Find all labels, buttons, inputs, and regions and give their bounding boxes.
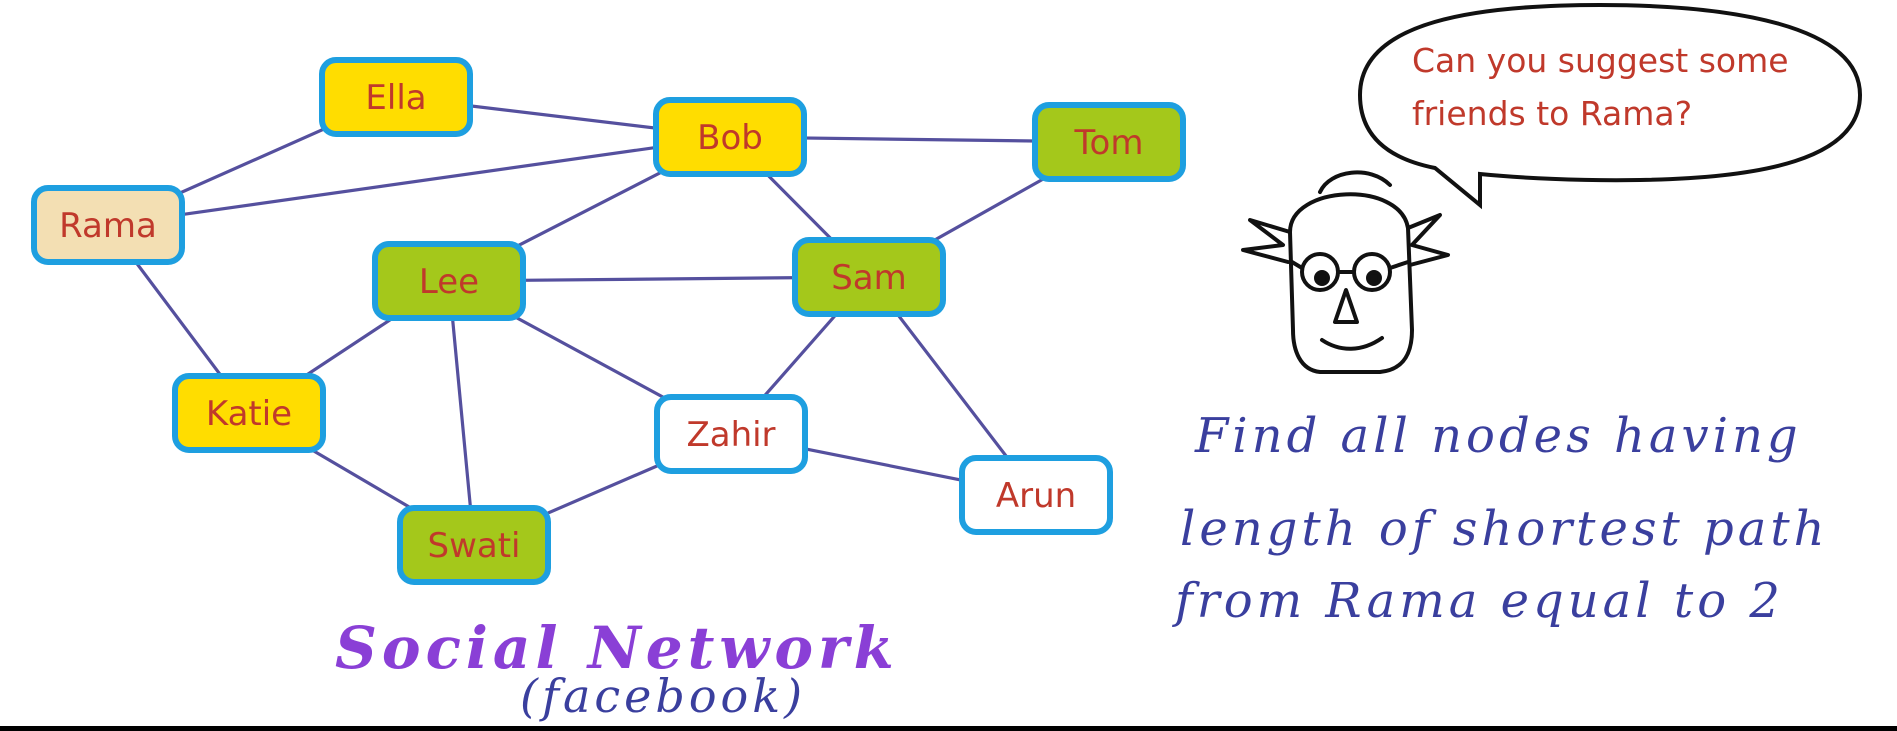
node-box-katie (172, 373, 326, 453)
edge-lee-swati (447, 279, 476, 547)
node-box-bob (653, 97, 807, 177)
node-label-bob: Bob (697, 118, 763, 158)
node-arun: Arun (959, 455, 1113, 535)
node-box-ella (319, 57, 473, 137)
task-text: Find all nodes having length of shortest… (1172, 408, 1829, 629)
node-label-arun: Arun (996, 476, 1076, 516)
bottom-border (0, 726, 1897, 731)
speech-bubble-outline (1357, 2, 1863, 210)
node-box-zahir (654, 394, 808, 474)
task-line-1: Find all nodes having (1194, 408, 1802, 464)
node-label-lee: Lee (419, 262, 479, 302)
node-label-zahir: Zahir (686, 415, 775, 455)
node-label-katie: Katie (206, 394, 292, 434)
caption-subtitle: (facebook) (520, 669, 806, 723)
speech-bubble-line-1: Can you suggest some (1412, 41, 1789, 80)
node-katie: Katie (172, 373, 326, 453)
node-ella: Ella (319, 57, 473, 137)
node-swati: Swati (397, 505, 551, 585)
node-box-arun (959, 455, 1113, 535)
node-label-ella: Ella (365, 78, 426, 118)
task-line-3: from Rama equal to 2 (1172, 573, 1784, 629)
speech-bubble-line-2: friends to Rama? (1412, 94, 1692, 133)
speech-bubble: Can you suggest some friends to Rama? (1357, 2, 1863, 210)
cartoon-face-icon (1241, 170, 1450, 374)
node-zahir: Zahir (654, 394, 808, 474)
node-box-tom (1032, 102, 1186, 182)
node-lee: Lee (372, 241, 526, 321)
node-label-tom: Tom (1074, 123, 1144, 163)
node-label-sam: Sam (831, 258, 907, 298)
node-bob: Bob (653, 97, 807, 177)
task-line-2: length of shortest path (1180, 501, 1829, 557)
node-label-rama: Rama (59, 206, 157, 246)
edge-rama-bob (106, 135, 732, 227)
node-box-lee (372, 241, 526, 321)
node-label-swati: Swati (427, 526, 520, 566)
node-box-rama (31, 185, 185, 265)
edges-layer (106, 95, 1111, 547)
node-box-sam (792, 237, 946, 317)
node-sam: Sam (792, 237, 946, 317)
node-tom: Tom (1032, 102, 1186, 182)
node-box-swati (397, 505, 551, 585)
node-rama: Rama (31, 185, 185, 265)
caption-title: Social Network (335, 614, 899, 682)
